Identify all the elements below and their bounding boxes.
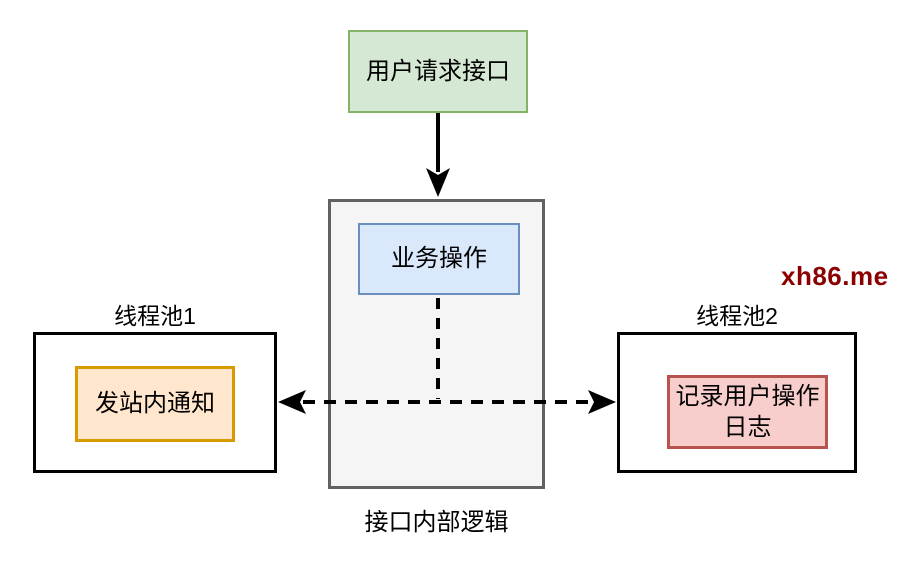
interface-internal-logic-label: 接口内部逻辑 — [364, 509, 509, 536]
record-user-log-node: 记录用户操作日志 — [667, 375, 828, 449]
arrowhead-right — [588, 390, 616, 414]
business-operation-label: 业务操作 — [391, 245, 487, 273]
solid-arrow-user-request-to-logic — [426, 113, 450, 197]
user-request-label: 用户请求接口 — [366, 57, 510, 85]
record-user-log-label: 记录用户操作日志 — [675, 382, 820, 441]
thread-pool-2-title: 线程池2 — [696, 303, 778, 329]
send-site-notification-node: 发站内通知 — [75, 366, 235, 442]
user-request-node: 用户请求接口 — [348, 30, 528, 113]
watermark: xh86.me — [781, 261, 889, 291]
thread-pool-1-title: 线程池1 — [114, 303, 196, 329]
send-site-notification-label: 发站内通知 — [95, 390, 215, 418]
business-operation-node: 业务操作 — [358, 223, 520, 295]
arrowhead-left — [278, 390, 306, 414]
